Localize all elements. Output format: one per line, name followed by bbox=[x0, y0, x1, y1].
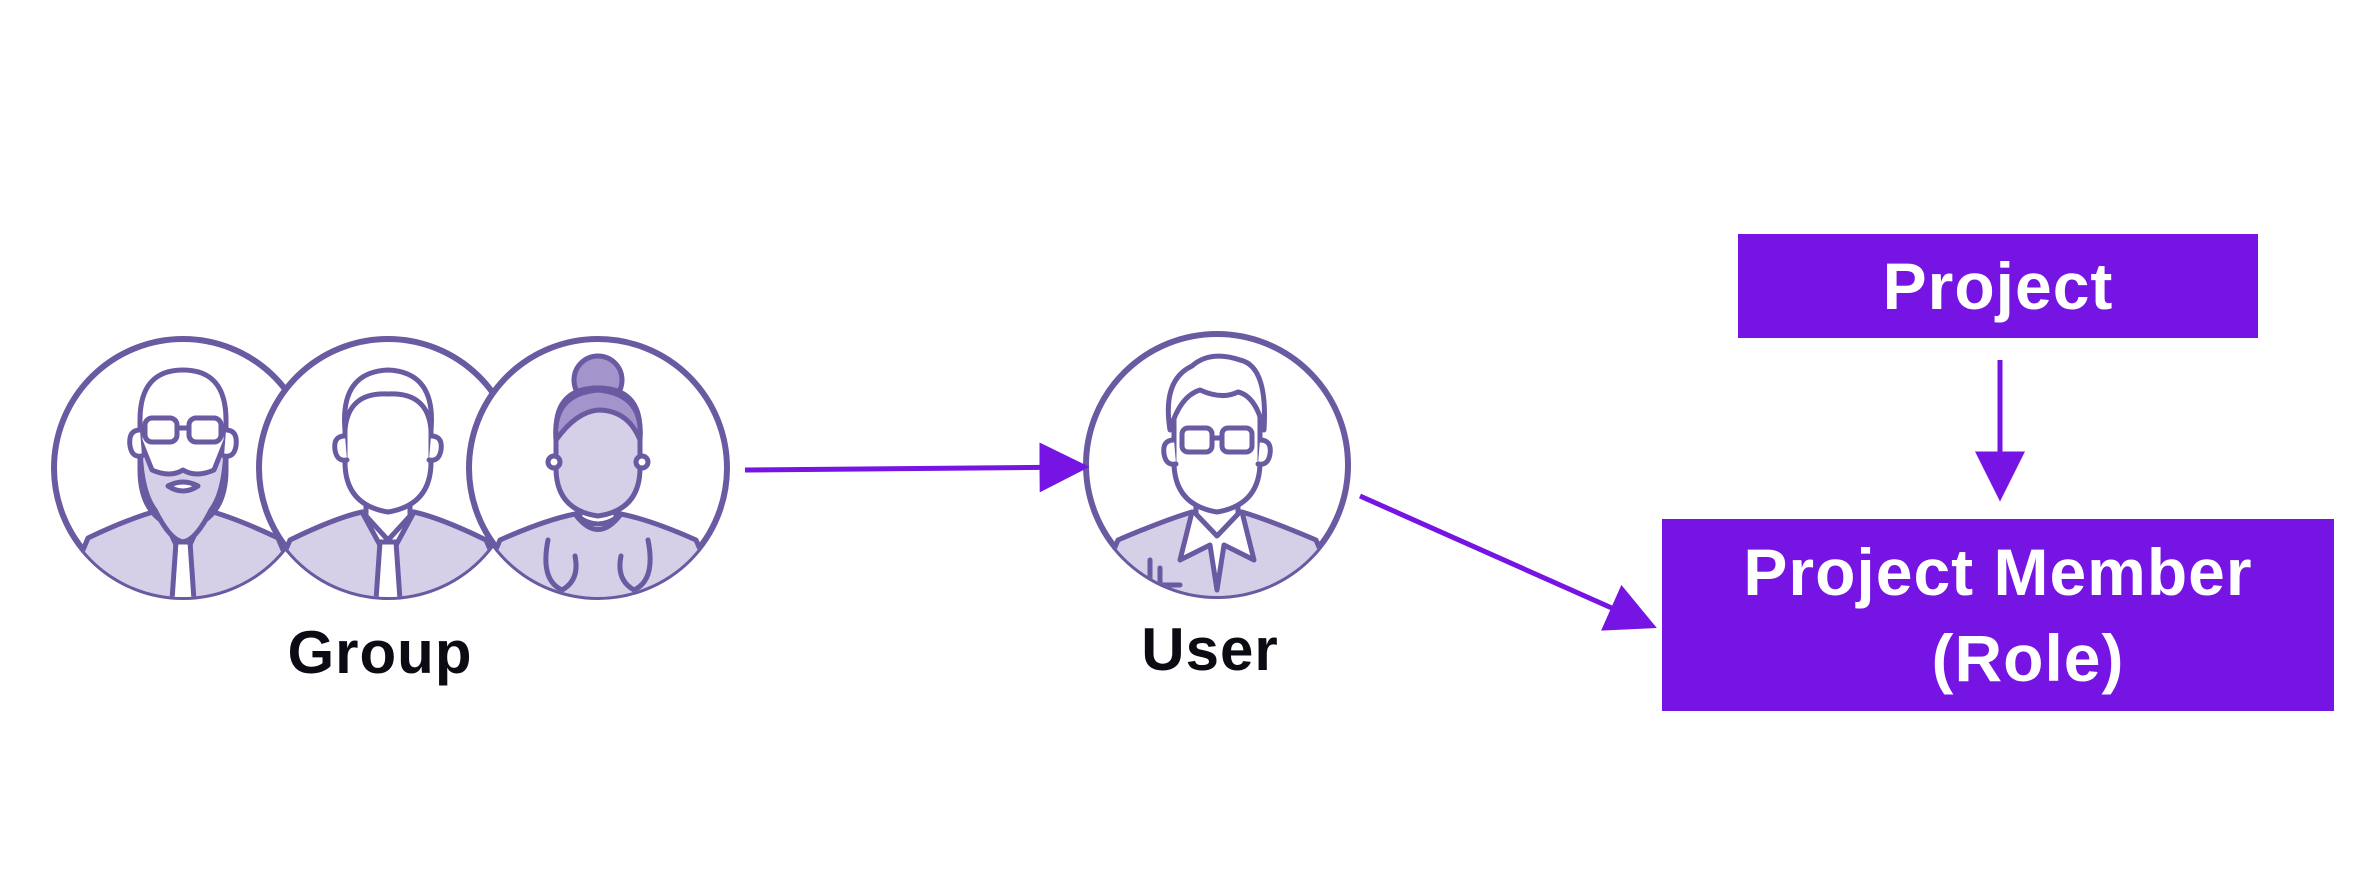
project-member-box-bg bbox=[1662, 519, 2334, 711]
project-label: Project bbox=[1882, 249, 2114, 323]
user-label: User bbox=[1141, 616, 1279, 683]
project-box-bg bbox=[1738, 234, 2258, 338]
arrow-group-to-user bbox=[744, 442, 1090, 493]
role-label: (Role) bbox=[1931, 621, 2125, 695]
man-icon bbox=[256, 336, 520, 600]
project-member-label: Project Member bbox=[1743, 535, 2253, 609]
man-with-glasses-icon bbox=[1083, 331, 1351, 599]
woman-icon bbox=[466, 336, 730, 600]
bearded-man-icon bbox=[51, 336, 315, 600]
arrow-user-to-member bbox=[1358, 493, 1657, 631]
group-label: Group bbox=[287, 619, 473, 686]
project-box: Project bbox=[1738, 234, 2258, 338]
project-member-box: Project Member (Role) bbox=[1662, 519, 2334, 711]
